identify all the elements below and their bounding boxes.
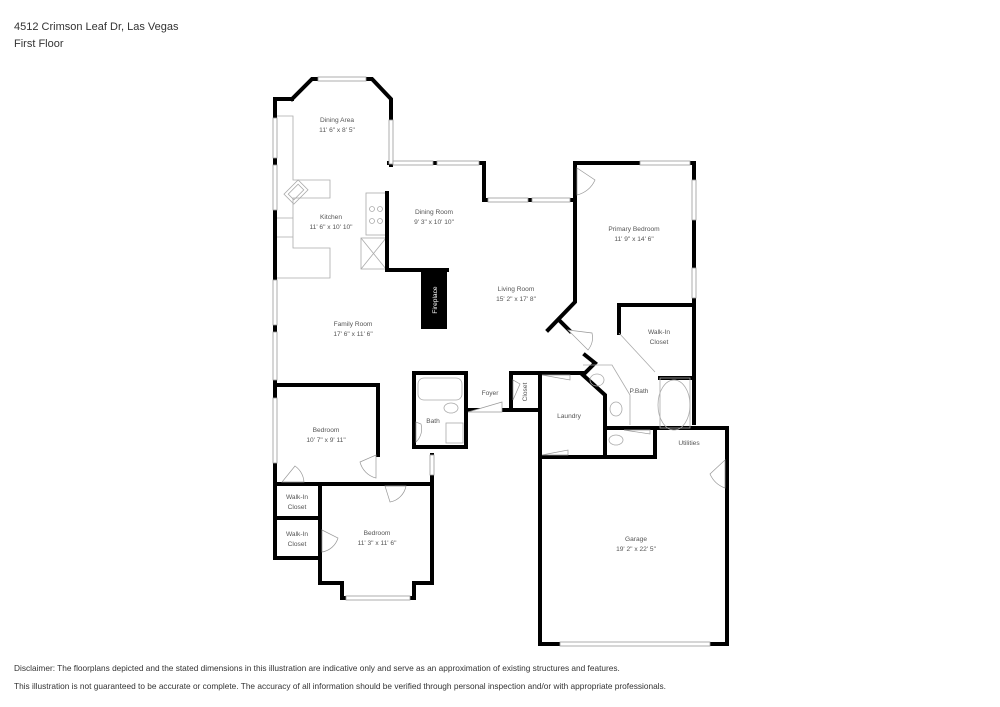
room-name: Living Room	[498, 286, 535, 293]
room-dims: 17' 6" x 11' 6"	[333, 331, 373, 338]
room-labels: Dining Area 11' 6" x 8' 5" Kitchen 11' 6…	[286, 117, 700, 553]
floor-name: First Floor	[14, 38, 64, 50]
room-dims: 11' 9" x 14' 6"	[614, 236, 654, 243]
property-address: 4512 Crimson Leaf Dr, Las Vegas	[14, 21, 179, 33]
room-dims: 11' 3" x 11' 6"	[358, 540, 398, 547]
room-name: Laundry	[557, 413, 582, 420]
room-name: Dining Room	[415, 209, 454, 216]
room-name: Bath	[426, 418, 440, 425]
room-name: Walk-In	[286, 531, 308, 538]
disclaimer-line-2: This illustration is not guaranteed to b…	[14, 681, 666, 691]
kitchen-counters	[276, 115, 387, 279]
fireplace-label: Fireplace	[432, 286, 439, 313]
room-name: Bedroom	[313, 427, 340, 434]
room-dims: 11' 6" x 8' 5"	[319, 127, 355, 134]
room-name: Family Room	[334, 321, 373, 328]
room-name: Garage	[625, 536, 647, 543]
fixtures	[417, 332, 691, 446]
room-name: Closet	[522, 382, 529, 401]
room-name: Kitchen	[320, 214, 342, 221]
room-dims: 10' 7" x 9' 11"	[306, 437, 346, 444]
room-name: Primary Bedroom	[608, 226, 660, 233]
room-dims: 19' 2" x 22' 5"	[616, 546, 656, 553]
room-name: Closet	[288, 541, 307, 548]
windows	[272, 76, 711, 647]
room-dims: 11' 6" x 10' 10"	[309, 224, 353, 231]
room-name: Closet	[288, 504, 307, 511]
room-name: Utilities	[678, 440, 700, 447]
disclaimer-line-1: Disclaimer: The floorplans depicted and …	[14, 663, 620, 673]
room-name: Dining Area	[320, 117, 354, 124]
room-name: Walk-In	[286, 494, 308, 501]
room-name: Foyer	[482, 390, 500, 397]
room-dims: 15' 2" x 17' 8"	[496, 296, 536, 303]
room-dims: 9' 3" x 10' 10"	[414, 219, 454, 226]
room-name: Bedroom	[364, 530, 391, 537]
room-name: P.Bath	[630, 388, 649, 395]
room-name: Closet	[650, 339, 669, 346]
doors	[281, 167, 726, 553]
room-name: Walk-In	[648, 329, 670, 336]
